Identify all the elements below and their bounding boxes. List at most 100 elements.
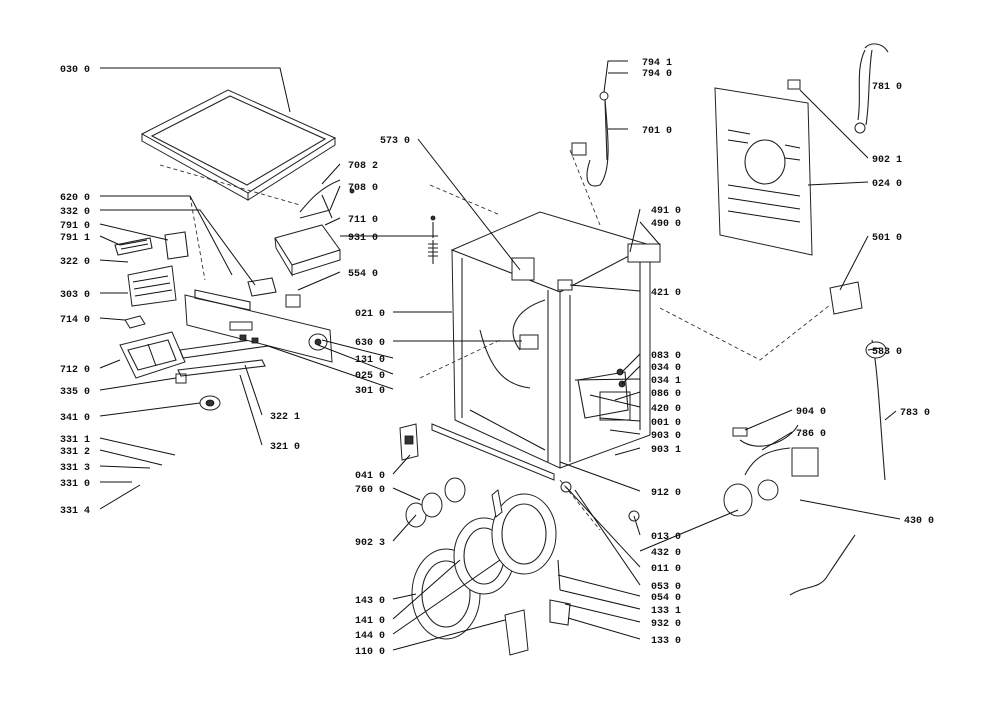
part-label: 303 0 <box>60 290 90 301</box>
part-label: 420 0 <box>651 404 681 415</box>
hoses-and-inlet <box>571 43 889 187</box>
leader-line <box>417 138 521 271</box>
part-label: 131 0 <box>355 355 385 366</box>
detergent-dispenser-parts <box>114 231 269 411</box>
part-label: 902 3 <box>355 538 385 549</box>
part-label: 701 0 <box>642 126 672 137</box>
leader-line <box>99 377 177 391</box>
programmer-timer-unit <box>274 179 438 277</box>
leader-line <box>99 449 163 466</box>
leader-lines <box>99 60 901 651</box>
part-label: 144 0 <box>355 631 385 642</box>
leader-line <box>392 619 506 651</box>
part-label: 133 0 <box>651 636 681 647</box>
leader-line <box>884 410 897 421</box>
leader-line <box>324 217 341 226</box>
part-label: 013 0 <box>651 532 681 543</box>
back-panel <box>714 79 813 256</box>
leader-line <box>744 409 793 431</box>
part-label: 931 0 <box>348 233 378 244</box>
part-label: 335 0 <box>60 387 90 398</box>
cabinet-body <box>450 211 661 469</box>
part-label: 041 0 <box>355 471 385 482</box>
part-label: 794 0 <box>642 69 672 80</box>
leader-line <box>100 195 233 276</box>
part-label: 554 0 <box>348 269 378 280</box>
part-label: 421 0 <box>651 288 681 299</box>
leader-line <box>321 163 341 185</box>
part-label: 025 0 <box>355 371 385 382</box>
part-label: 903 1 <box>651 445 681 456</box>
part-label: 021 0 <box>355 309 385 320</box>
part-label: 322 0 <box>60 257 90 268</box>
leader-line <box>99 359 121 369</box>
leader-line <box>639 509 739 552</box>
part-label: 791 1 <box>60 233 90 244</box>
part-label: 143 0 <box>355 596 385 607</box>
leader-line <box>564 603 641 623</box>
part-label: 430 0 <box>904 516 934 527</box>
part-label: 321 0 <box>270 442 300 453</box>
part-label: 491 0 <box>651 206 681 217</box>
leader-line <box>297 271 341 291</box>
lid-top-panel <box>140 89 337 201</box>
part-label: 573 0 <box>380 136 410 147</box>
part-label: 490 0 <box>651 219 681 230</box>
part-label: 783 0 <box>900 408 930 419</box>
leader-line <box>621 353 641 373</box>
leader-line <box>761 431 793 451</box>
part-label: 912 0 <box>651 488 681 499</box>
part-label: 331 1 <box>60 435 90 446</box>
leader-line <box>100 67 291 113</box>
part-label: 331 2 <box>60 447 90 458</box>
part-label: 054 0 <box>651 593 681 604</box>
leader-line <box>839 235 869 291</box>
part-label: 301 0 <box>355 386 385 397</box>
part-label: 034 0 <box>651 363 681 374</box>
part-label: 791 0 <box>60 221 90 232</box>
leader-line <box>99 223 169 241</box>
part-label: 760 0 <box>355 485 385 496</box>
leader-line <box>99 484 141 510</box>
leader-line <box>589 394 641 408</box>
leader-line <box>574 489 641 586</box>
part-label: 001 0 <box>651 418 681 429</box>
leader-line <box>392 454 411 475</box>
leader-line <box>799 89 869 159</box>
leader-line <box>629 208 641 253</box>
leader-line <box>621 365 641 385</box>
leader-line <box>559 589 641 610</box>
leader-line <box>569 284 641 292</box>
part-label: 034 1 <box>651 376 681 387</box>
part-label: 903 0 <box>651 431 681 442</box>
part-label: 331 3 <box>60 463 90 474</box>
leader-line <box>807 181 869 186</box>
leader-line <box>392 559 461 620</box>
part-label: 781 0 <box>872 82 902 93</box>
part-label: 902 1 <box>872 155 902 166</box>
part-label: 786 0 <box>796 429 826 440</box>
control-panel-fascia <box>184 277 333 363</box>
leader-line <box>100 209 256 286</box>
leader-line <box>639 221 661 246</box>
leader-line <box>329 185 341 211</box>
leader-line <box>599 417 641 422</box>
part-label: 712 0 <box>60 365 90 376</box>
part-label: 714 0 <box>60 315 90 326</box>
leader-line <box>321 339 394 359</box>
part-label: 332 0 <box>60 207 90 218</box>
leader-line <box>244 364 263 416</box>
part-label: 620 0 <box>60 193 90 204</box>
leader-line <box>392 559 501 635</box>
leader-line <box>99 402 201 417</box>
part-label: 083 0 <box>651 351 681 362</box>
part-label: 030 0 <box>60 65 90 76</box>
leader-line <box>609 429 641 435</box>
leader-line <box>99 437 176 456</box>
leader-line <box>99 235 121 246</box>
leader-line <box>614 447 641 456</box>
part-label: 711 0 <box>348 215 378 226</box>
part-label: 432 0 <box>651 548 681 559</box>
